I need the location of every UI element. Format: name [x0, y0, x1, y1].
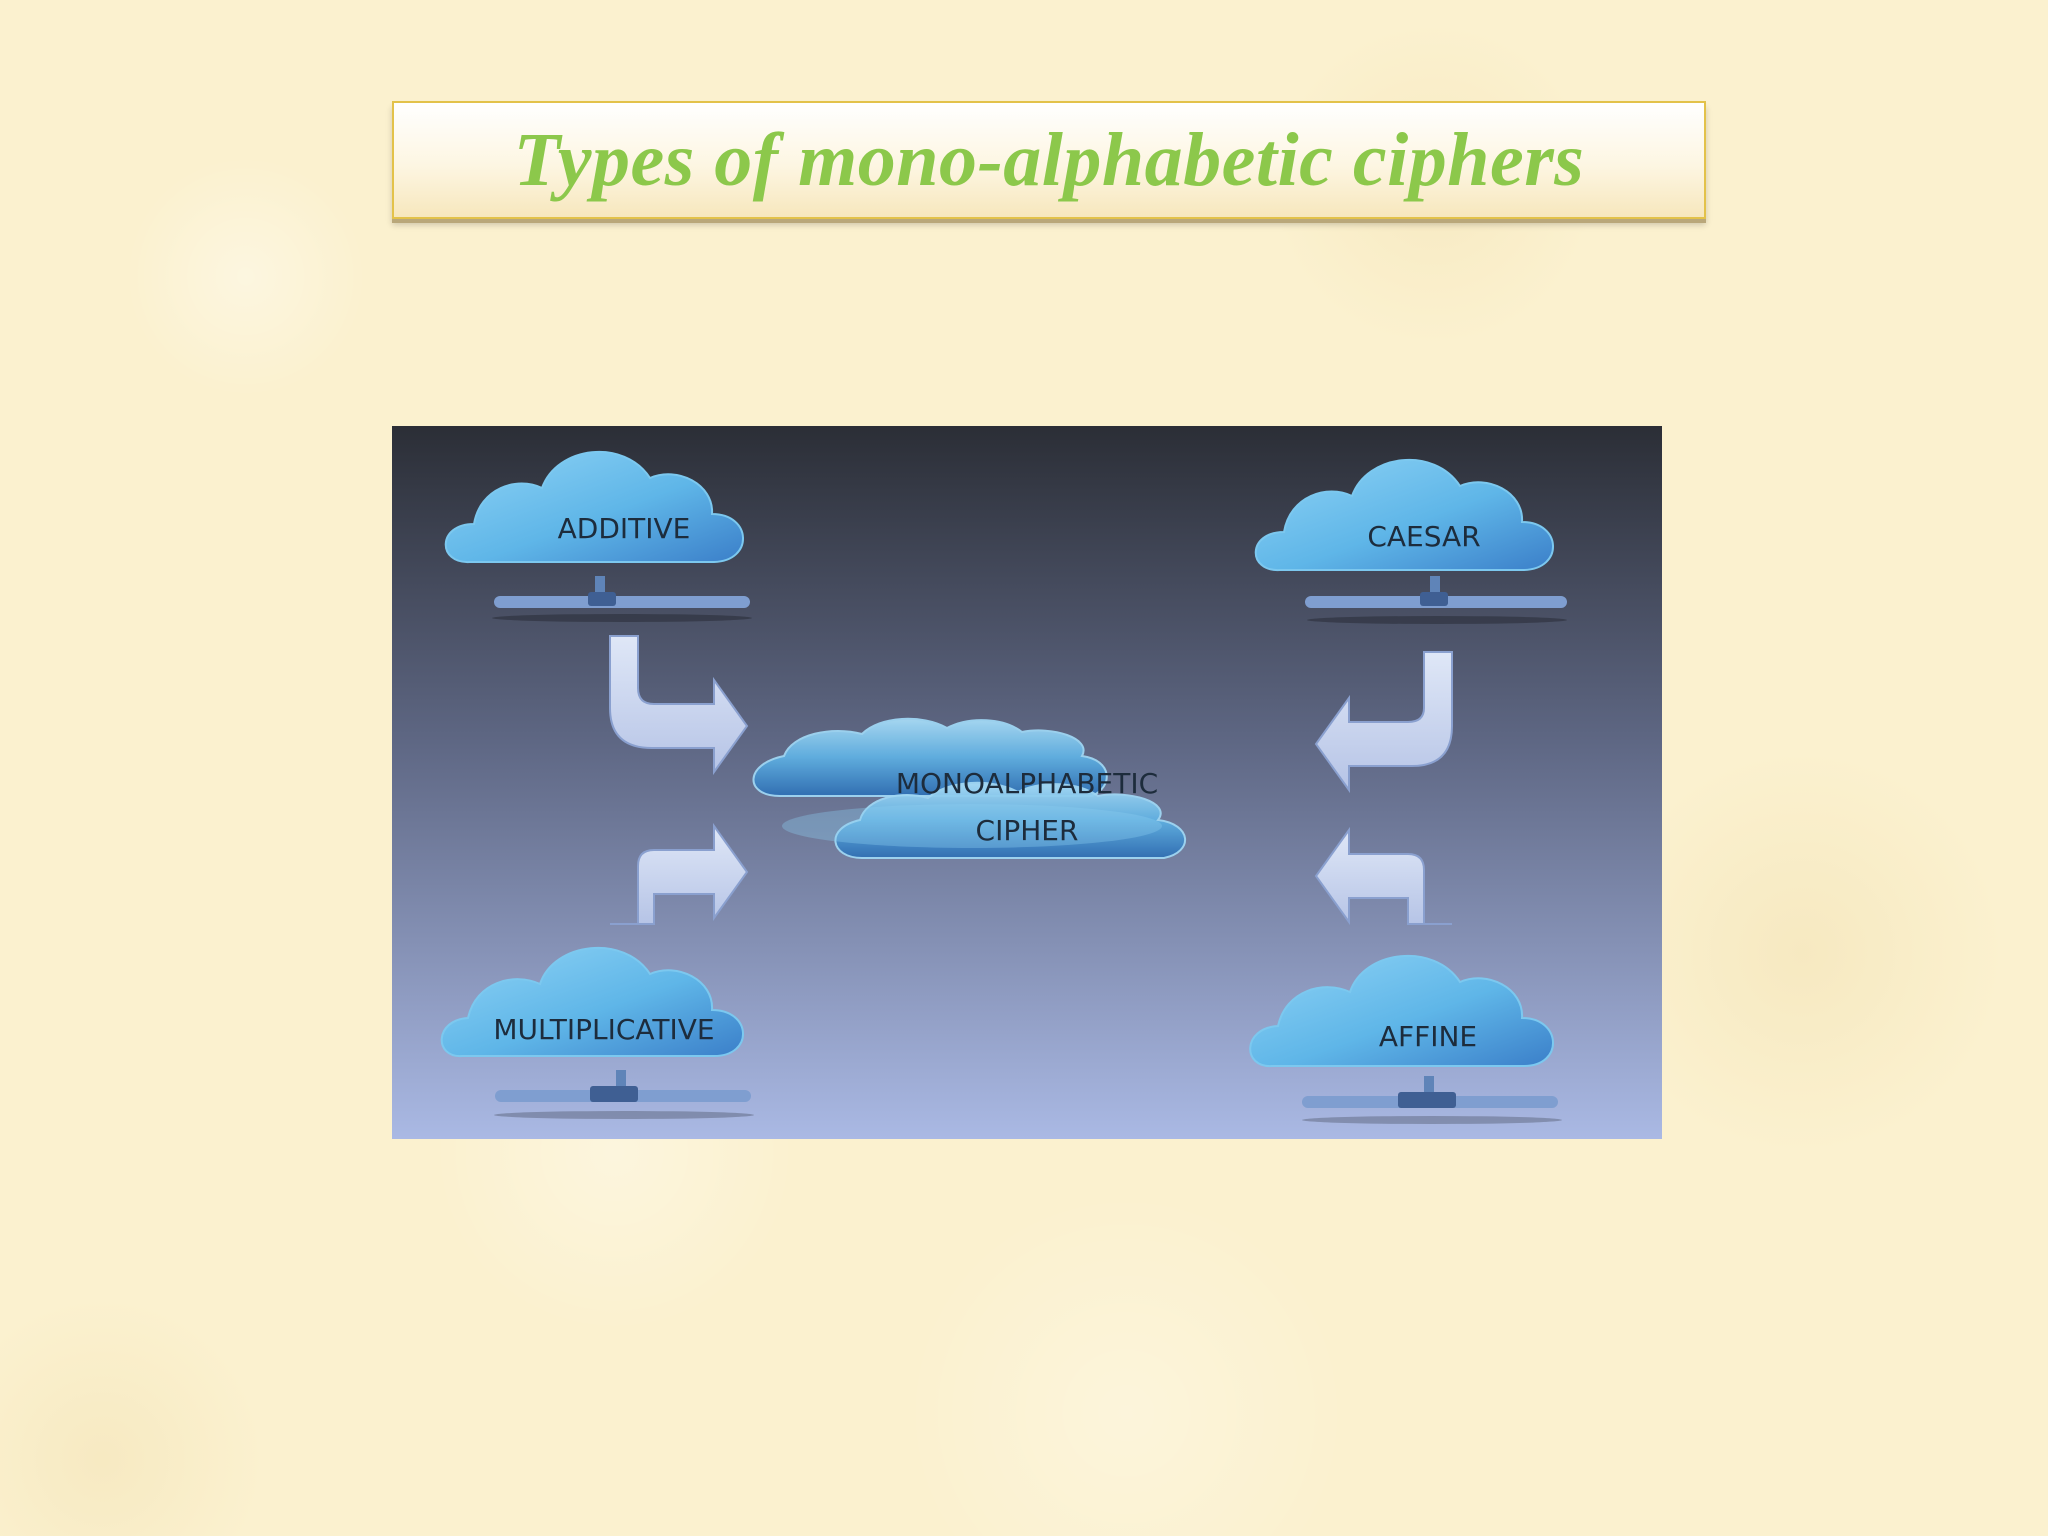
- node-label-multiplicative: MULTIPLICATIVE: [493, 1013, 714, 1046]
- node-label-affine: AFFINE: [1379, 1020, 1477, 1053]
- diagram-canvas: ADDITIVE CAESAR MULTIPLICATIVE: [392, 426, 1662, 1139]
- cloud-node-multiplicative: MULTIPLICATIVE: [440, 946, 754, 1119]
- slide-title: Types of mono-alphabetic ciphers: [513, 117, 1585, 202]
- cipher-diagram: ADDITIVE CAESAR MULTIPLICATIVE: [392, 426, 1662, 1139]
- arrow-multiplicative-to-center: [610, 822, 749, 925]
- cloud-node-caesar: CAESAR: [1254, 458, 1567, 624]
- cloud-icon: [444, 450, 744, 564]
- arrow-affine-to-center: [1314, 826, 1452, 926]
- arrow-caesar-to-center: [1314, 651, 1453, 794]
- node-label-additive: ADDITIVE: [558, 512, 691, 545]
- cloud-icon: [1249, 954, 1554, 1068]
- title-banner: Types of mono-alphabetic ciphers: [392, 101, 1706, 219]
- arrow-additive-to-center: [609, 635, 749, 776]
- cloud-icon: [440, 946, 744, 1058]
- cloud-node-additive: ADDITIVE: [444, 450, 752, 622]
- center-label-line2: CIPHER: [976, 814, 1079, 847]
- node-label-caesar: CAESAR: [1367, 520, 1480, 553]
- cloud-icon: [1254, 458, 1554, 572]
- cloud-node-affine: AFFINE: [1249, 954, 1562, 1124]
- center-label-line1: MONOALPHABETIC: [896, 767, 1158, 800]
- center-cloud-monoalphabetic: MONOALPHABETIC CIPHER: [752, 717, 1186, 859]
